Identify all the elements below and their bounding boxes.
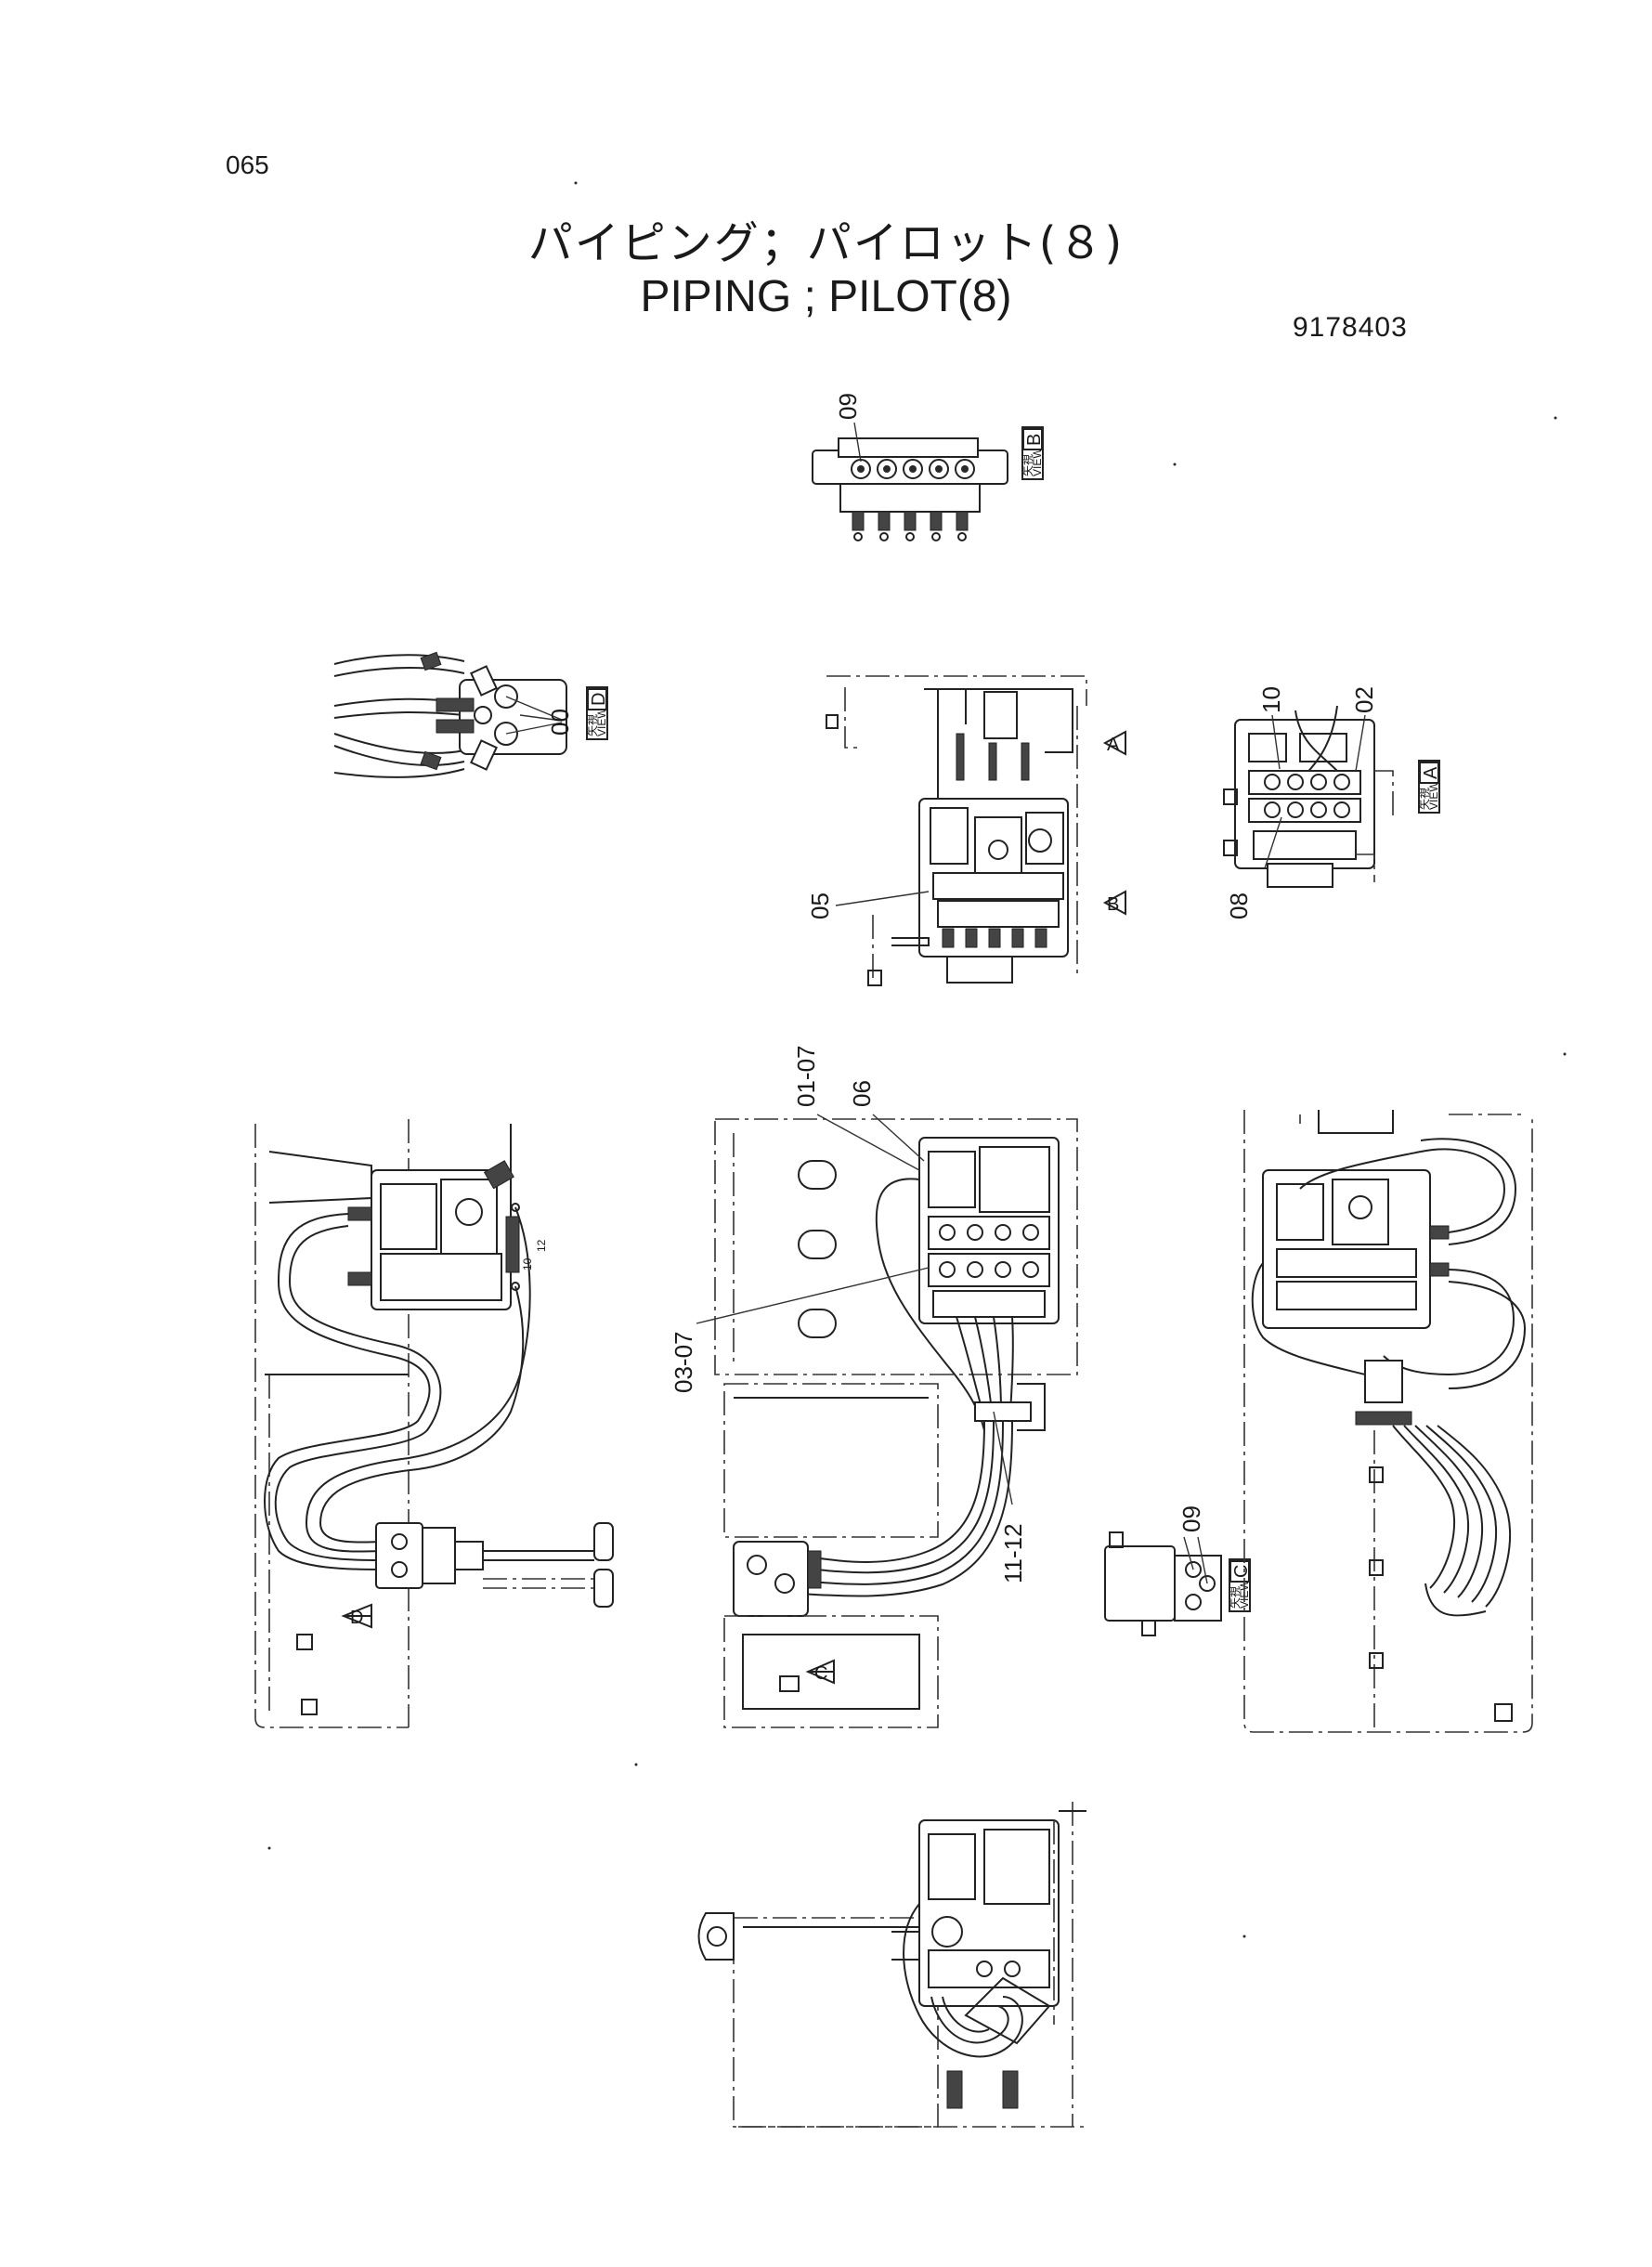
view-d-jp: 矢視 [585, 714, 599, 736]
view-c-label: 矢視 VIEW C [1228, 1558, 1252, 1612]
view-a-letter: A [1421, 766, 1441, 779]
callout-view-b-09: 09 [834, 393, 862, 420]
arrow-marker-left-d: D [341, 1603, 372, 1629]
callout-view-a-08: 08 [1225, 892, 1253, 919]
leader-11-12 [993, 1411, 1013, 1505]
leader-03-07 [696, 1267, 930, 1324]
arrow-marker-center-a: A [1102, 730, 1126, 756]
right-piping-layout-view [1243, 1110, 1533, 1733]
callout-left-10: 10 [521, 1257, 534, 1270]
view-d-en: VIEW [595, 708, 608, 736]
leader-01-07 [816, 1114, 920, 1171]
arrow-marker-center-a-letter: A [1107, 735, 1120, 755]
left-piping-layout-view [254, 1119, 614, 1728]
callout-main-11-12: 11-12 [999, 1523, 1027, 1583]
view-c-letter: C [1231, 1565, 1252, 1578]
center-control-valve-view [826, 675, 1087, 986]
callout-view-c-09: 09 [1177, 1505, 1205, 1532]
leader-06 [872, 1114, 925, 1162]
main-piping-layout-view [714, 1118, 1078, 1728]
callout-main-06: 06 [848, 1080, 876, 1107]
arrow-marker-left-d-letter: D [350, 1608, 363, 1628]
view-d-letter: D [589, 693, 609, 706]
view-a-label: 矢視 VIEW A [1417, 760, 1441, 814]
view-a-jp: 矢視 [1417, 788, 1431, 810]
view-d-hose-assembly [333, 651, 567, 778]
page-number: 065 [226, 150, 269, 179]
callout-main-01-07: 01-07 [792, 1046, 820, 1108]
drawing-number: 9178403 [1293, 312, 1408, 343]
callout-left-12: 12 [535, 1239, 548, 1252]
view-a-valve-detail [1223, 705, 1394, 888]
view-b-en: VIEW [1031, 448, 1044, 476]
page-title-japanese: パイピング；パイロット(８) [527, 217, 1125, 269]
callout-view-a-02: 02 [1350, 686, 1378, 713]
arrow-marker-center-b: B [1102, 890, 1126, 916]
view-b-valve-block [812, 422, 1008, 541]
arrow-marker-center-b-letter: B [1107, 894, 1119, 915]
scan-specks [267, 181, 1567, 1938]
view-b-jp: 矢視 [1021, 454, 1034, 476]
callout-view-a-10: 10 [1257, 686, 1285, 713]
callout-view-d-00: 00 [546, 709, 574, 736]
callout-main-03-07: 03-07 [670, 1332, 697, 1394]
page-title-english: PIPING ; PILOT(8) [640, 272, 1012, 321]
arrow-marker-main-c: C [805, 1659, 835, 1685]
view-c-jp: 矢視 [1228, 1586, 1242, 1609]
callout-center-05: 05 [806, 892, 834, 919]
view-d-label: 矢視 VIEW D [585, 686, 609, 740]
arrow-marker-main-c-letter: C [814, 1663, 827, 1684]
view-b-letter: B [1024, 434, 1045, 446]
view-a-en: VIEW [1427, 781, 1440, 810]
view-c-valve-block [1104, 1531, 1222, 1636]
bottom-valve-pump-view [697, 1802, 1086, 2128]
view-b-label: 矢視 VIEW B [1021, 426, 1045, 480]
